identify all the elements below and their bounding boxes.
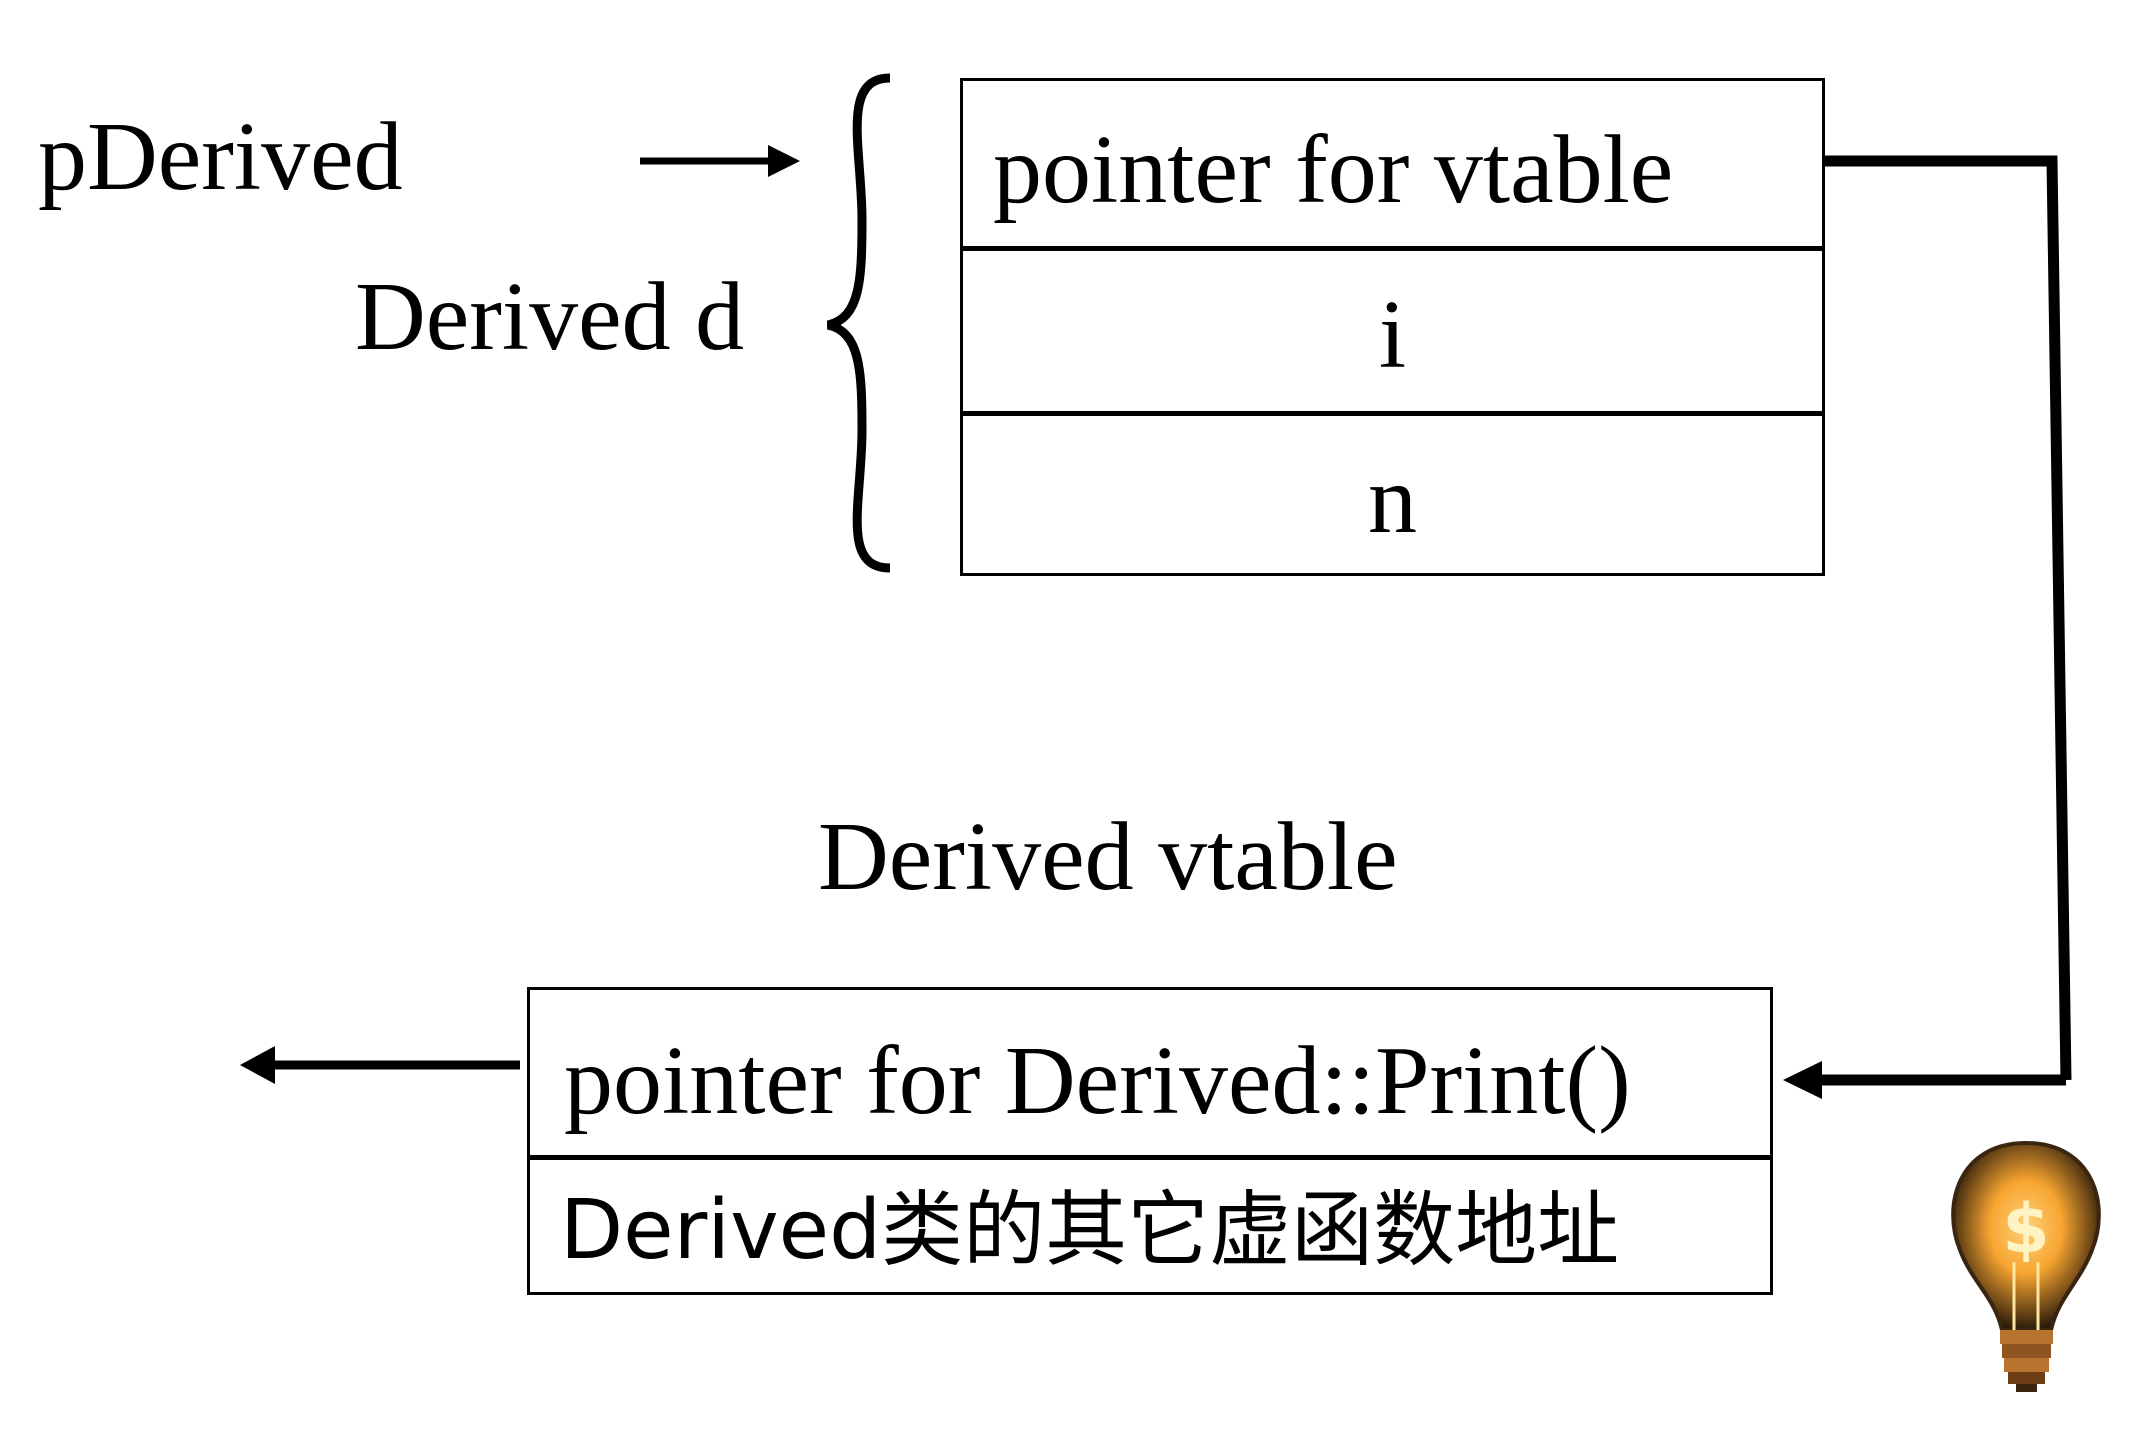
bulb-symbol: $ (2002, 1190, 2049, 1269)
field-n: n (963, 411, 1822, 576)
derived-vtable: pointer for Derived::Print() Derived类的其它… (527, 987, 1773, 1295)
pointer-label: pDerived (38, 103, 403, 211)
field-i: i (963, 246, 1822, 411)
object-brace (826, 73, 891, 573)
field-vtable-pointer: pointer for vtable (993, 116, 1674, 224)
vtable-pointer-connector (1783, 155, 2072, 1099)
object-label: Derived d (355, 263, 745, 371)
vtable-entry-others: Derived类的其它虚函数地址 (530, 1155, 1770, 1295)
lightbulb-dollar-icon: $ (1951, 1140, 2101, 1392)
vtable-entry-print: pointer for Derived::Print() (564, 1027, 1631, 1135)
vtable-title: Derived vtable (818, 803, 1398, 911)
derived-object-layout: pointer for vtable i n (960, 78, 1825, 576)
pointer-arrow (640, 145, 800, 177)
function-pointer-arrow (240, 1046, 520, 1084)
